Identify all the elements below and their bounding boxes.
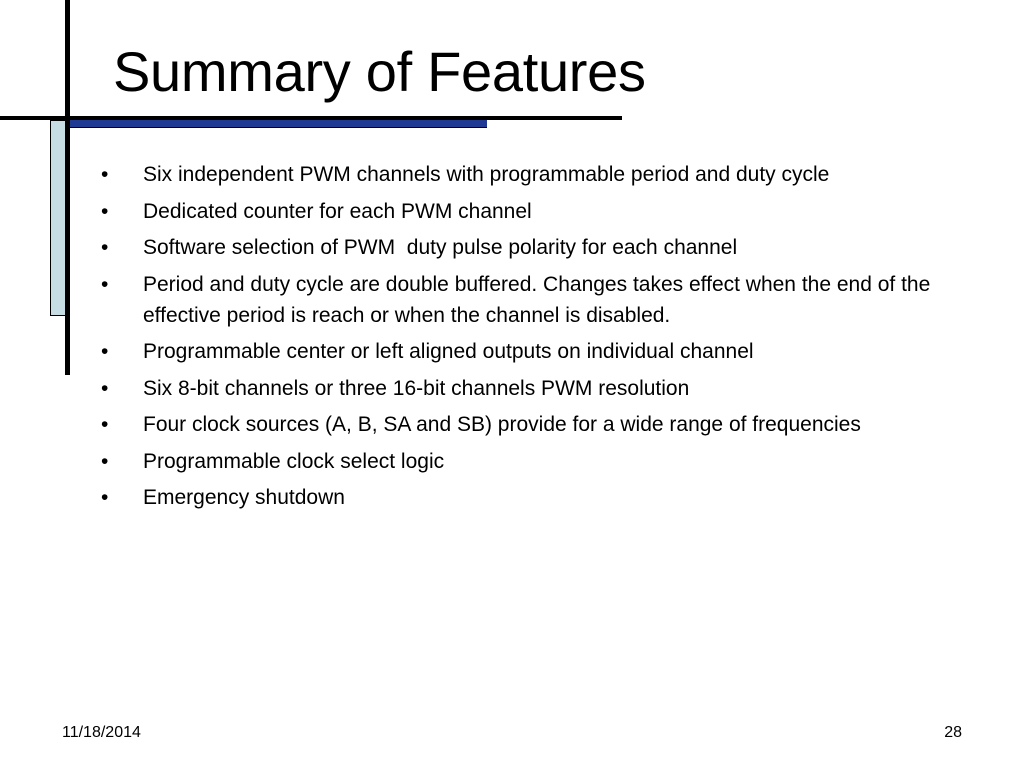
bullet-text: Programmable center or left aligned outp… <box>143 340 754 363</box>
bullet-item: • Period and duty cycle are double buffer… <box>101 269 931 331</box>
bullet-dot: • <box>101 272 109 296</box>
bullet-item: • Emergency shutdown <box>101 482 931 513</box>
bullet-text: Programmable clock select logic <box>143 449 445 473</box>
bullet-dot: • <box>101 236 109 259</box>
bullet-text: Software selection of PWM duty pulse pol… <box>143 236 738 259</box>
horizontal-rule <box>0 116 622 120</box>
bullet-text: Four clock sources (A, B, SA and SB) pro… <box>143 413 861 436</box>
bullet-text: Six 8-bit channels or three 16-bit chann… <box>143 376 690 400</box>
teal-accent-bar <box>50 120 65 316</box>
bullet-list: • Six independent PWM channels with progr… <box>101 159 931 519</box>
bullet-dot: • <box>101 413 109 436</box>
bullet-item: • Dedicated counter for each PWM channel <box>101 196 931 227</box>
bullet-text: Period and duty cycle are double buffere… <box>143 272 931 327</box>
bullet-item: • Four clock sources (A, B, SA and SB) pr… <box>101 409 931 440</box>
navy-accent-bar <box>70 120 487 128</box>
bullet-dot: • <box>101 376 109 400</box>
bullet-dot: • <box>101 199 109 223</box>
bullet-dot: • <box>101 163 109 186</box>
footer-date: 11/18/2014 <box>62 724 141 741</box>
vertical-rule <box>65 0 70 375</box>
bullet-dot: • <box>101 486 109 509</box>
bullet-dot: • <box>101 449 109 473</box>
slide-title: Summary of Features <box>113 40 646 103</box>
bullet-text: Emergency shutdown <box>143 486 345 509</box>
bullet-item: • Programmable center or left aligned out… <box>101 336 931 367</box>
bullet-item: • Programmable clock select logic <box>101 446 931 477</box>
bullet-text: Dedicated counter for each PWM channel <box>143 199 532 223</box>
bullet-item: • Software selection of PWM duty pulse po… <box>101 232 931 263</box>
bullet-text: Six independent PWM channels with progra… <box>143 163 830 186</box>
bullet-item: • Six independent PWM channels with progr… <box>101 159 931 190</box>
page-number: 28 <box>944 724 962 741</box>
bullet-item: • Six 8-bit channels or three 16-bit chan… <box>101 373 931 404</box>
bullet-dot: • <box>101 340 109 363</box>
